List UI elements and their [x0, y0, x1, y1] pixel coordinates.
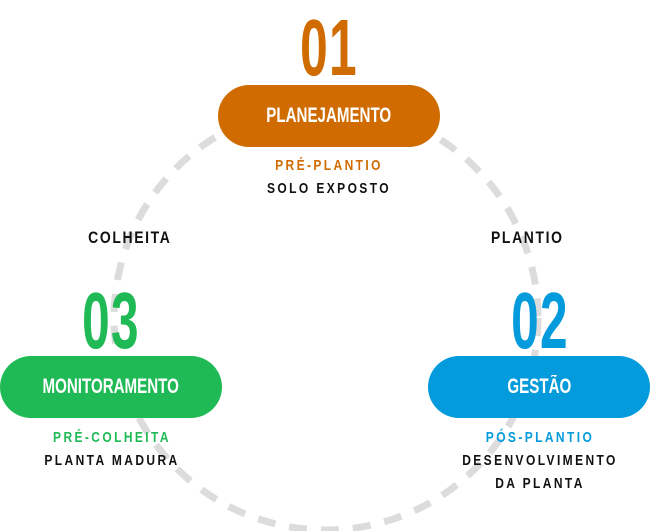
stage-title: PLANEJAMENTO: [266, 104, 392, 127]
transition-text: COLHEITA: [88, 228, 172, 247]
stage-description: DESENVOLVIMENTO: [462, 452, 618, 469]
transition-text: PLANTIO: [490, 228, 564, 247]
stage-phase: PRÉ-PLANTIO: [275, 157, 383, 174]
stage-number-02: 02: [511, 276, 569, 365]
stage-phase: PÓS-PLANTIO: [485, 429, 595, 446]
stage-details-03: PRÉ-COLHEITA PLANTA MADURA: [0, 426, 232, 472]
stage-description: SOLO EXPOSTO: [267, 180, 391, 197]
transition-label-colheita: COLHEITA: [60, 228, 200, 248]
stage-phase: PRÉ-COLHEITA: [53, 429, 171, 446]
stage-title: GESTÃO: [507, 375, 571, 398]
stage-pill-planejamento: PLANEJAMENTO: [218, 85, 440, 147]
stage-details-01: PRÉ-PLANTIO SOLO EXPOSTO: [209, 154, 449, 200]
stage-description: PLANTA MADURA: [44, 452, 180, 469]
stage-details-02: PÓS-PLANTIO DESENVOLVIMENTO DA PLANTA: [420, 426, 650, 495]
stage-pill-gestao: GESTÃO: [428, 356, 650, 418]
stage-description: DA PLANTA: [495, 475, 585, 492]
stage-title: MONITORAMENTO: [42, 375, 180, 398]
stage-pill-monitoramento: MONITORAMENTO: [0, 356, 222, 418]
stage-number-03: 03: [82, 276, 140, 365]
stage-number-01: 01: [300, 3, 358, 92]
transition-label-plantio: PLANTIO: [457, 228, 597, 248]
